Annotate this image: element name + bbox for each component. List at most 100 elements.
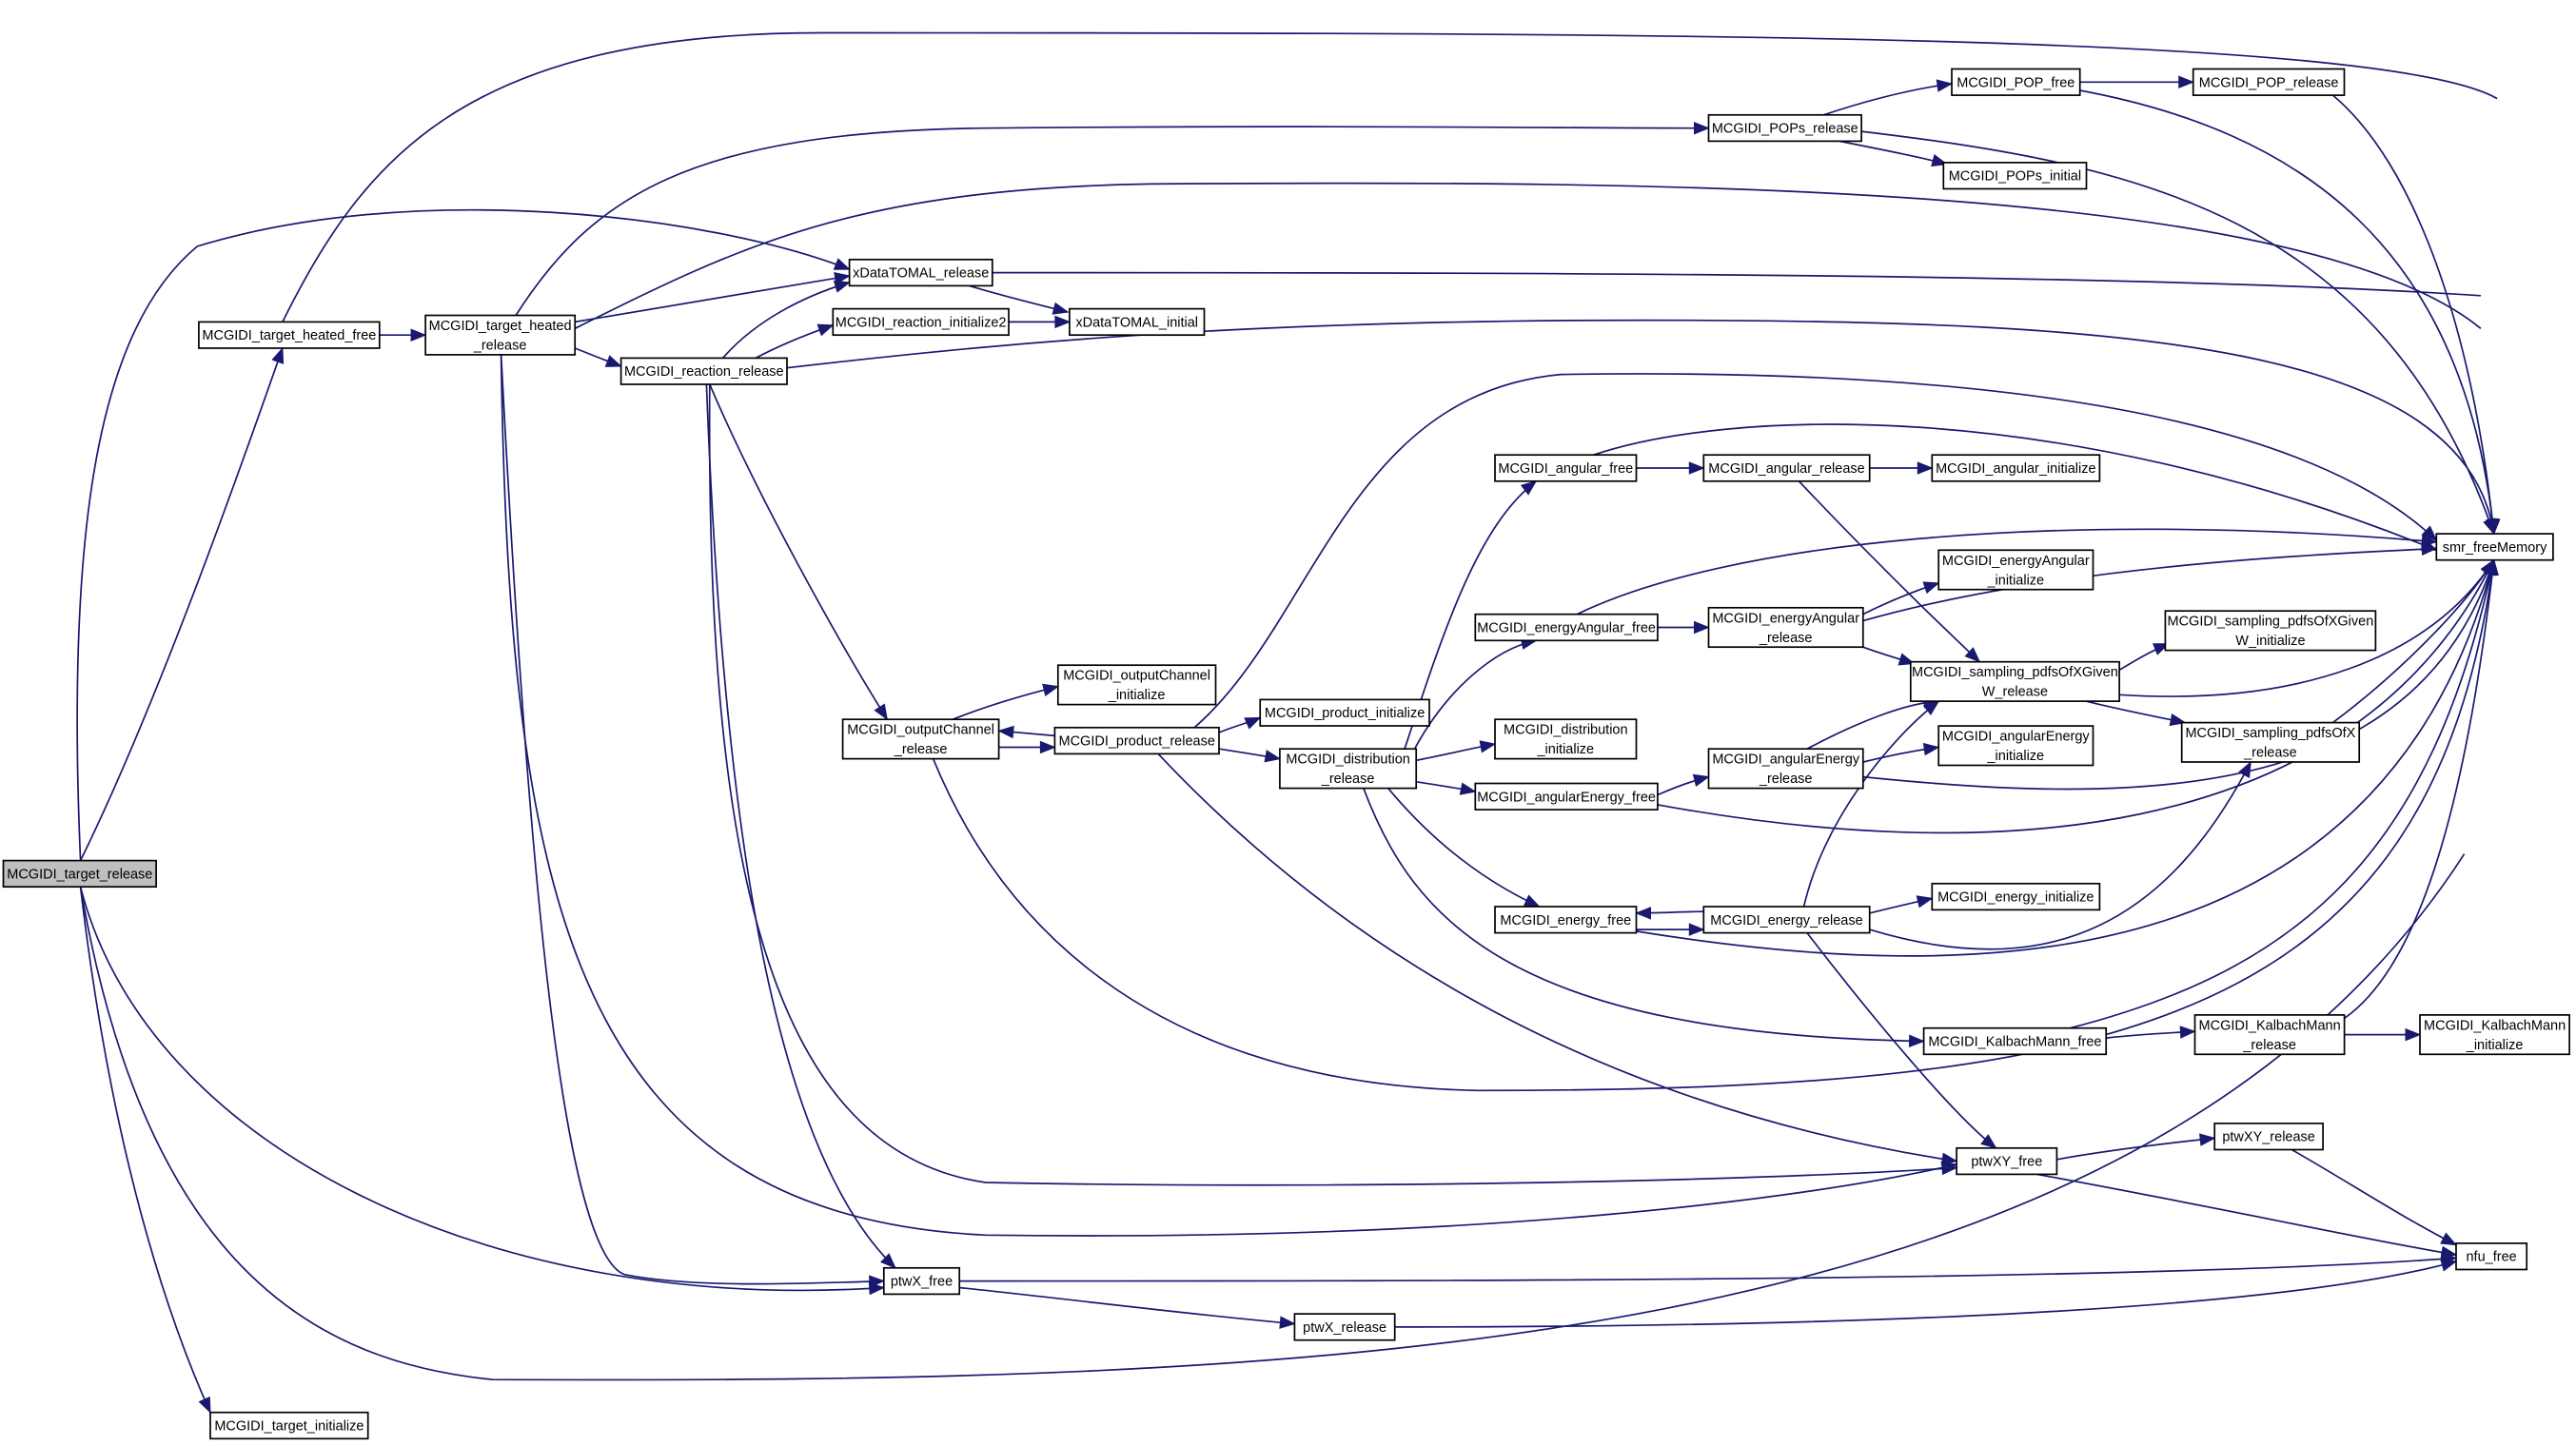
node-smr_freeMemory[interactable]: smr_freeMemory bbox=[2435, 533, 2554, 561]
call-edge-energy_release-to-sampling_pdfsOfXGivenW_release bbox=[1802, 700, 1940, 908]
node-label: MCGIDI_distribution bbox=[1286, 752, 1410, 768]
call-edge-POPs_release-to-POP_free bbox=[1823, 79, 1954, 116]
node-label: _initialize bbox=[1986, 573, 2044, 588]
call-edge-target_heated_release-to-reaction_release bbox=[574, 347, 622, 367]
node-ptwX_release[interactable]: ptwX_release bbox=[1293, 1313, 1396, 1341]
call-edge-energy_release-to-sampling_pdfsOfX_release bbox=[1869, 760, 2252, 950]
node-outputChannel_release[interactable]: MCGIDI_outputChannel_release bbox=[841, 718, 1000, 760]
node-angularEnergy_initialize[interactable]: MCGIDI_angularEnergy_initialize bbox=[1937, 725, 2094, 767]
node-KalbachMann_initialize[interactable]: MCGIDI_KalbachMann_initialize bbox=[2419, 1014, 2570, 1056]
call-edge-angular_free-to-smr_freeMemory bbox=[1593, 423, 2438, 552]
call-edge-energy_release-to-energy_free bbox=[1635, 907, 1704, 920]
node-POPs_initial[interactable]: MCGIDI_POPs_initial bbox=[1942, 162, 2088, 190]
call-edge-angular_release-to-angular_initialize bbox=[1869, 461, 1934, 475]
node-sampling_pdfsOfX_release[interactable]: MCGIDI_sampling_pdfsOfX_release bbox=[2180, 721, 2361, 763]
call-edge-target_release-to-smr_freeMemory bbox=[79, 558, 2499, 1381]
node-box bbox=[841, 718, 1000, 760]
node-label: MCGIDI_energyAngular bbox=[1942, 554, 2090, 569]
node-box bbox=[1494, 906, 1638, 934]
node-energy_release[interactable]: MCGIDI_energy_release bbox=[1702, 906, 1871, 934]
call-edge-product_release-to-product_initialize bbox=[1218, 716, 1262, 733]
node-ptwXY_release[interactable]: ptwXY_release bbox=[2213, 1123, 2324, 1151]
call-edge-KalbachMann_free-to-KalbachMann_release bbox=[2106, 1026, 2196, 1039]
node-box bbox=[882, 1266, 961, 1296]
node-angular_free[interactable]: MCGIDI_angular_free bbox=[1494, 454, 1638, 482]
call-edge-outputChannel_release-to-product_release bbox=[998, 740, 1056, 754]
node-target_heated_free[interactable]: MCGIDI_target_heated_free bbox=[198, 321, 381, 349]
node-label: _release bbox=[1759, 631, 1813, 646]
node-label: nfu_free bbox=[2466, 1250, 2516, 1265]
node-energy_initialize[interactable]: MCGIDI_energy_initialize bbox=[1931, 882, 2101, 911]
node-POP_release[interactable]: MCGIDI_POP_release bbox=[2192, 68, 2346, 96]
node-POPs_release[interactable]: MCGIDI_POPs_release bbox=[1707, 113, 1862, 143]
node-label: ptwX_free bbox=[891, 1275, 953, 1290]
node-label: ptwXY_release bbox=[2222, 1130, 2315, 1145]
node-reaction_release[interactable]: MCGIDI_reaction_release bbox=[619, 357, 788, 385]
node-box bbox=[1707, 606, 1864, 649]
call-edge-product_release-to-distribution_release bbox=[1218, 748, 1282, 763]
node-angularEnergy_free[interactable]: MCGIDI_angularEnergy_free bbox=[1474, 782, 1659, 811]
call-edge-KalbachMann_release-to-smr_freeMemory bbox=[2344, 558, 2499, 1020]
node-product_initialize[interactable]: MCGIDI_product_initialize bbox=[1259, 698, 1430, 727]
node-label: _release bbox=[473, 338, 527, 353]
call-edge-reaction_release-to-xDataTOMAL_release bbox=[721, 280, 851, 359]
node-POP_free[interactable]: MCGIDI_POP_free bbox=[1951, 68, 2081, 96]
node-angular_release[interactable]: MCGIDI_angular_release bbox=[1702, 454, 1871, 482]
node-label: MCGIDI_reaction_initialize2 bbox=[836, 315, 1007, 330]
call-edge-reaction_release-to-outputChannel_release bbox=[709, 383, 889, 721]
call-edge-angular_release-to-sampling_pdfsOfXGivenW_release bbox=[1798, 480, 1981, 663]
call-edge-target_heated_free-to-target_heated_release bbox=[379, 328, 427, 342]
node-label: MCGIDI_angularEnergy bbox=[1712, 752, 1859, 768]
node-box bbox=[2180, 721, 2361, 763]
call-edge-POP_release-to-smr_freeMemory bbox=[2331, 94, 2499, 536]
node-box bbox=[1707, 748, 1864, 790]
node-distribution_release[interactable]: MCGIDI_distribution _release bbox=[1279, 748, 1418, 790]
node-ptwXY_free[interactable]: ptwXY_free bbox=[1956, 1146, 2058, 1176]
node-label: _release bbox=[894, 742, 948, 757]
node-xDataTOMAL_release[interactable]: xDataTOMAL_release bbox=[848, 258, 993, 287]
call-edge-target_release-to-target_heated_free bbox=[79, 346, 285, 861]
node-energyAngular_initialize[interactable]: MCGIDI_energyAngular _initialize bbox=[1937, 549, 2094, 591]
node-product_release[interactable]: MCGIDI_product_release bbox=[1053, 726, 1220, 755]
call-edge-product_release-to-smr_freeMemory bbox=[1193, 373, 2438, 729]
node-label: _release bbox=[2243, 746, 2297, 761]
node-label: MCGIDI_angular_free bbox=[1498, 461, 1633, 477]
node-target_release[interactable]: MCGIDI_target_release bbox=[2, 859, 157, 889]
node-KalbachMann_release[interactable]: MCGIDI_KalbachMann_release bbox=[2193, 1014, 2346, 1056]
node-label: MCGIDI_energy_release bbox=[1710, 913, 1862, 928]
node-box bbox=[1474, 613, 1659, 642]
node-target_heated_release[interactable]: MCGIDI_target_heated _release bbox=[424, 314, 577, 356]
node-label: MCGIDI_target_heated bbox=[429, 319, 572, 334]
node-angularEnergy_release[interactable]: MCGIDI_angularEnergy _release bbox=[1707, 748, 1864, 790]
call-edge-distribution_release-to-distribution_initialize bbox=[1416, 740, 1497, 762]
node-label: _initialize bbox=[1536, 742, 1594, 757]
node-reaction_initialize2[interactable]: MCGIDI_reaction_initialize2 bbox=[832, 307, 1010, 337]
node-angular_initialize[interactable]: MCGIDI_angular_initialize bbox=[1931, 454, 2101, 482]
call-edge-KalbachMann_release-to-KalbachMann_initialize bbox=[2344, 1027, 2422, 1042]
node-distribution_initialize[interactable]: MCGIDI_distribution_initialize bbox=[1494, 718, 1638, 760]
node-label: _release bbox=[1321, 772, 1375, 787]
call-edge-angularEnergy_release-to-angularEnergy_initialize bbox=[1862, 742, 1940, 763]
node-target_initialize[interactable]: MCGIDI_target_initialize bbox=[209, 1411, 369, 1440]
node-label: MCGIDI_POPs_initial bbox=[1949, 169, 2081, 185]
node-energyAngular_release[interactable]: MCGIDI_energyAngular_release bbox=[1707, 606, 1864, 649]
node-label: _release bbox=[1759, 772, 1813, 787]
node-energy_free[interactable]: MCGIDI_energy_free bbox=[1494, 906, 1638, 934]
call-edge-target_release-to-target_initialize bbox=[79, 887, 211, 1414]
node-xDataTOMAL_initial[interactable]: xDataTOMAL_initial bbox=[1069, 307, 1206, 337]
node-energyAngular_free[interactable]: MCGIDI_energyAngular_free bbox=[1474, 613, 1659, 642]
node-box bbox=[1937, 549, 2094, 591]
node-outputChannel_initialize[interactable]: MCGIDI_outputChannel_initialize bbox=[1056, 664, 1217, 706]
node-nfu_free[interactable]: nfu_free bbox=[2455, 1242, 2528, 1271]
node-box bbox=[2419, 1014, 2570, 1056]
node-KalbachMann_free[interactable]: MCGIDI_KalbachMann_free bbox=[1922, 1026, 2108, 1056]
node-label: MCGIDI_reaction_release bbox=[624, 364, 784, 380]
call-edge-energy_free-to-energy_release bbox=[1636, 923, 1705, 936]
call-edge-ptwX_free-to-ptwX_release bbox=[959, 1286, 1296, 1329]
node-ptwX_free[interactable]: ptwX_free bbox=[882, 1266, 961, 1296]
node-box bbox=[2435, 533, 2554, 561]
node-box bbox=[1702, 454, 1871, 482]
